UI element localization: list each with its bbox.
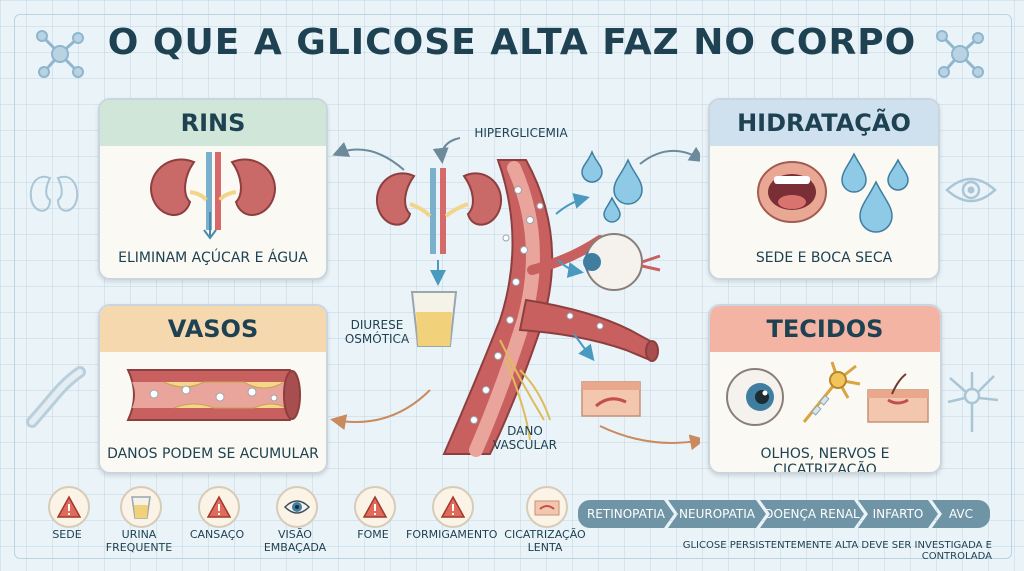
card-vasos-heading: VASOS xyxy=(100,306,326,352)
card-tecidos: TECIDOS OLHOS, NERVOS E CICATRIZAÇÃO xyxy=(708,304,942,474)
vessel-outline-icon xyxy=(26,366,86,428)
blood-vessel-icon xyxy=(126,369,301,421)
symptom-urina-icon xyxy=(120,486,162,528)
card-rins-heading: RINS xyxy=(100,100,326,146)
complication-neuropatia: NEUROPATIA xyxy=(668,500,766,528)
page-title: O QUE A GLICOSE ALTA FAZ NO CORPO xyxy=(107,22,917,63)
border-frame xyxy=(14,14,1012,559)
symptom-formigamento-icon xyxy=(432,486,474,528)
kidney-outline-icon xyxy=(29,175,79,212)
card-hidratacao: HIDRATAÇÃO SEDE E BOCA SECA xyxy=(708,98,940,280)
card-hidratacao-heading: HIDRATAÇÃO xyxy=(710,100,938,146)
vascular-label-line1: DANO xyxy=(507,424,543,438)
card-tecidos-heading: TECIDOS xyxy=(710,306,940,352)
diuresis-label-line1: DIURESE xyxy=(350,318,404,332)
symptom-cansaco-label: CANSAÇO xyxy=(189,528,245,541)
eye-icon xyxy=(726,368,784,426)
footnote: GLICOSE PERSISTENTEMENTE ALTA DEVE SER I… xyxy=(682,540,992,562)
eye-outline-icon xyxy=(945,177,997,203)
card-rins: RINS ELIMINAM AÇÚCAR E ÁGUA xyxy=(98,98,328,280)
complication-doenca-renal: DOENÇA RENAL xyxy=(760,500,864,528)
symptom-visao-icon xyxy=(276,486,318,528)
symptom-cicatrizacao-icon xyxy=(526,486,568,528)
card-vasos: VASOS DANOS PODEM SE ACUMULAR xyxy=(98,304,328,474)
symptom-fome-icon xyxy=(354,486,396,528)
card-vasos-caption: DANOS PODEM SE ACUMULAR xyxy=(107,446,319,462)
diuresis-label-line2: OSMÓTICA xyxy=(344,332,410,346)
complication-retinopatia: RETINOPATIA xyxy=(578,500,674,528)
central-illustration xyxy=(330,137,700,457)
symptom-sede-label: SEDE xyxy=(52,528,82,541)
neuron-icon xyxy=(802,361,861,423)
card-hidratacao-caption: SEDE E BOCA SECA xyxy=(755,250,893,266)
card-rins-caption: ELIMINAM AÇÚCAR E ÁGUA xyxy=(118,250,308,266)
vascular-label-line2: VASCULAR xyxy=(493,438,557,452)
water-drops-icon xyxy=(841,152,909,233)
molecule-icon-right xyxy=(936,30,984,78)
symptom-sede-icon xyxy=(48,486,90,528)
molecule-icon-left xyxy=(36,30,84,78)
skin-wound-icon xyxy=(867,373,929,423)
symptom-fome-label: FOME xyxy=(357,528,389,541)
neuron-outline-icon xyxy=(947,372,999,432)
dry-mouth-icon xyxy=(757,161,827,223)
complication-infarto: INFARTO xyxy=(858,500,938,528)
symptom-formigamento-label: FORMIGAMENTO xyxy=(406,528,498,541)
hyperglycemia-label: HIPERGLICEMIA xyxy=(474,126,568,140)
kidneys-icon xyxy=(150,152,276,240)
symptom-cansaco-icon xyxy=(198,486,240,528)
card-tecidos-caption: OLHOS, NERVOS E CICATRIZAÇÃO xyxy=(760,446,890,474)
